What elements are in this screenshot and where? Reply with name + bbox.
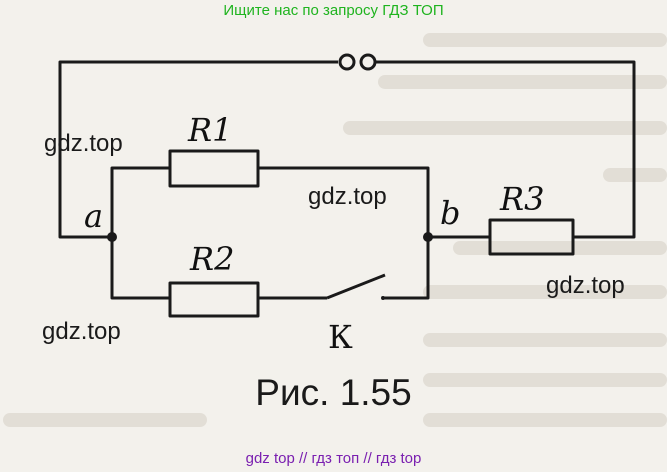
watermark-1[interactable]: gdz.top xyxy=(44,130,123,157)
resistor-r1 xyxy=(168,149,260,188)
watermark-2[interactable]: gdz.top xyxy=(308,183,387,210)
watermark-4[interactable]: gdz.top xyxy=(42,318,121,345)
label-r3: R3 xyxy=(499,180,544,218)
promo-banner-top[interactable]: Ищите нас по запросу ГДЗ ТОП xyxy=(223,2,444,19)
label-node-b: b xyxy=(440,194,460,232)
wire-top-right xyxy=(368,60,636,239)
watermark-3[interactable]: gdz.top xyxy=(546,272,625,299)
wire-lower-right xyxy=(383,237,430,300)
node-a-dot xyxy=(107,232,117,242)
label-r1: R1 xyxy=(187,111,232,149)
wire-branch-upper-right xyxy=(258,166,430,237)
node-b-dot xyxy=(423,232,433,242)
terminal-right xyxy=(359,53,377,71)
figure-caption: Рис. 1.55 xyxy=(255,372,412,413)
resistor-r3 xyxy=(488,218,575,256)
label-switch-k: К xyxy=(328,318,353,356)
promo-banner-bottom[interactable]: gdz top // гдз топ // гдз top xyxy=(245,450,422,467)
switch-k-blade xyxy=(326,273,386,300)
label-r2: R2 xyxy=(189,240,234,278)
resistor-r2 xyxy=(168,281,260,318)
wire-branch-lower xyxy=(110,237,170,300)
wire-top-left xyxy=(58,60,338,239)
label-node-a: a xyxy=(84,197,103,235)
wire-branch-upper xyxy=(110,166,170,237)
switch-k-contact xyxy=(381,296,385,300)
terminal-left xyxy=(338,53,356,71)
